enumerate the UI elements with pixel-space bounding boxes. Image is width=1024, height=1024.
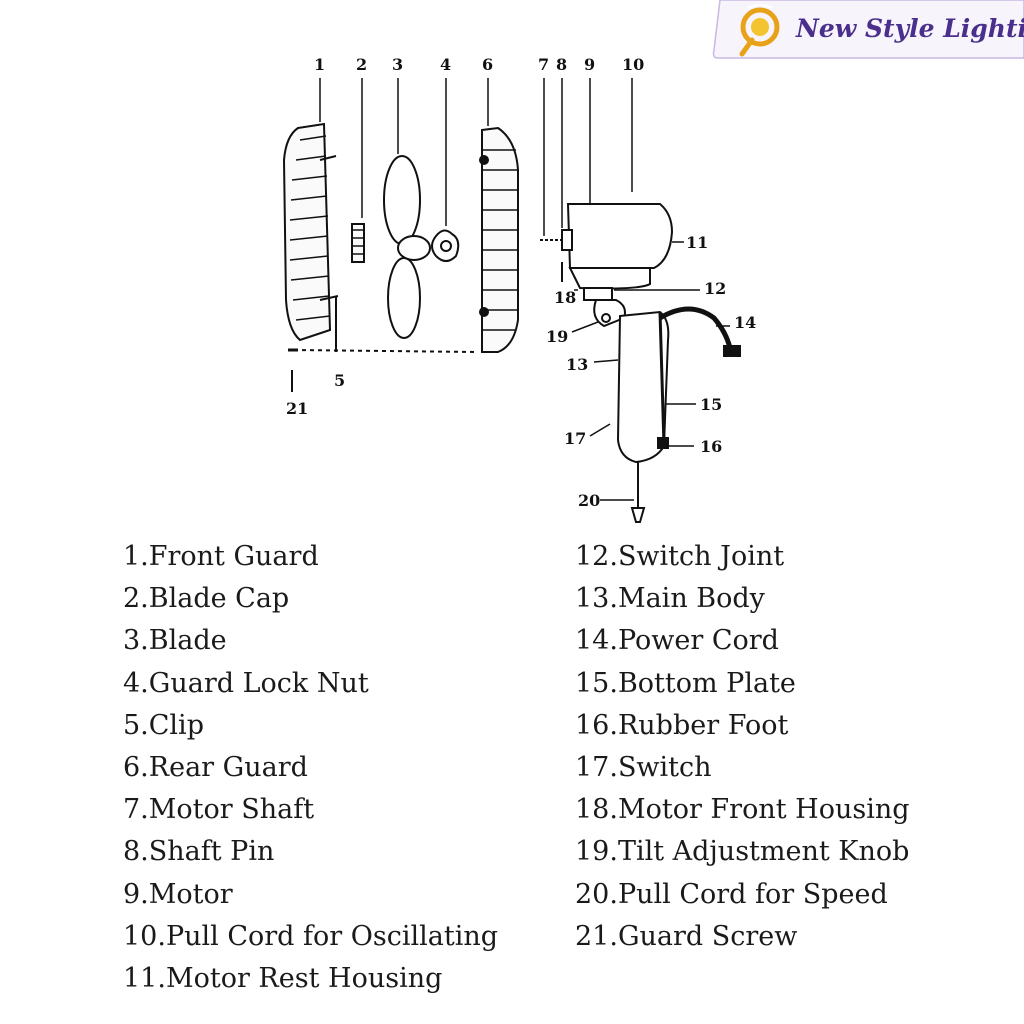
blade-drawing: [383, 155, 431, 339]
legend-item: 19.Tilt Adjustment Knob: [575, 836, 910, 868]
callout-12: 12: [704, 279, 726, 298]
legend-item: 10.Pull Cord for Oscillating: [123, 920, 499, 952]
bulb-icon: [739, 4, 780, 57]
callout-1: 1: [314, 55, 325, 74]
callout-18: 18: [554, 288, 576, 307]
legend-item: 9.Motor: [123, 878, 233, 910]
legend-item: 12.Switch Joint: [575, 541, 785, 572]
legend-item: 5.Clip: [123, 709, 204, 741]
rear-guard-drawing: [479, 126, 519, 353]
callout-2: 2: [356, 55, 367, 74]
legend-item: 1.Front Guard: [123, 541, 319, 572]
legend-item: 15.Bottom Plate: [575, 667, 796, 699]
logo-banner: [712, 0, 1024, 59]
callout-8: 8: [556, 55, 567, 74]
blade-cap-drawing: [351, 223, 365, 263]
callout-11: 11: [686, 233, 708, 252]
legend-item: 4.Guard Lock Nut: [123, 667, 369, 699]
brand-logo: [712, 0, 1024, 62]
callout-21: 21: [286, 399, 308, 418]
callout-16: 16: [700, 437, 722, 456]
legend-item: 14.Power Cord: [575, 625, 779, 657]
legend-item: 6.Rear Guard: [123, 751, 308, 783]
callout-19: 19: [546, 327, 568, 346]
callout-6: 6: [482, 55, 493, 74]
guard-lock-nut-drawing: [431, 229, 460, 262]
fan-exploded-diagram: 1 2 3 4 6 7 8 9 10 11 12 14 15 16 5 21 1…: [282, 55, 756, 523]
motor-drawing: [561, 203, 674, 290]
main-body-drawing: [616, 310, 670, 464]
legend-item: 2.Blade Cap: [123, 583, 290, 615]
legend-item: 13.Main Body: [575, 583, 765, 615]
parts-legend-right: 12.Switch Joint 13.Main Body 14.Power Co…: [575, 536, 910, 958]
callout-3: 3: [392, 55, 403, 74]
legend-item: 11.Motor Rest Housing: [123, 962, 443, 994]
callout-10: 10: [622, 55, 644, 74]
callout-20: 20: [578, 491, 600, 510]
legend-item: 18.Motor Front Housing: [575, 794, 910, 826]
legend-item: 3.Blade: [123, 625, 227, 657]
legend-item: 7.Motor Shaft: [123, 794, 315, 826]
callout-4: 4: [440, 55, 451, 74]
callout-7: 7: [538, 55, 549, 74]
legend-item: 8.Shaft Pin: [123, 836, 275, 868]
callout-14: 14: [734, 313, 756, 332]
callout-5: 5: [334, 371, 345, 390]
legend-item: 17.Switch: [575, 751, 712, 783]
callout-15: 15: [700, 395, 722, 414]
legend-item: 16.Rubber Foot: [575, 709, 789, 741]
switch-joint-drawing: [583, 287, 626, 328]
parts-legend-left: 1.Front Guard 2.Blade Cap 3.Blade 4.Guar…: [123, 536, 498, 1000]
legend-item: 21.Guard Screw: [575, 920, 798, 952]
front-guard-drawing: [282, 122, 339, 352]
legend-item: 20.Pull Cord for Speed: [575, 878, 888, 910]
brand-name: New Style Lighting: [796, 14, 1024, 43]
callout-17: 17: [564, 429, 586, 448]
callout-13: 13: [566, 355, 588, 374]
callout-9: 9: [584, 55, 595, 74]
